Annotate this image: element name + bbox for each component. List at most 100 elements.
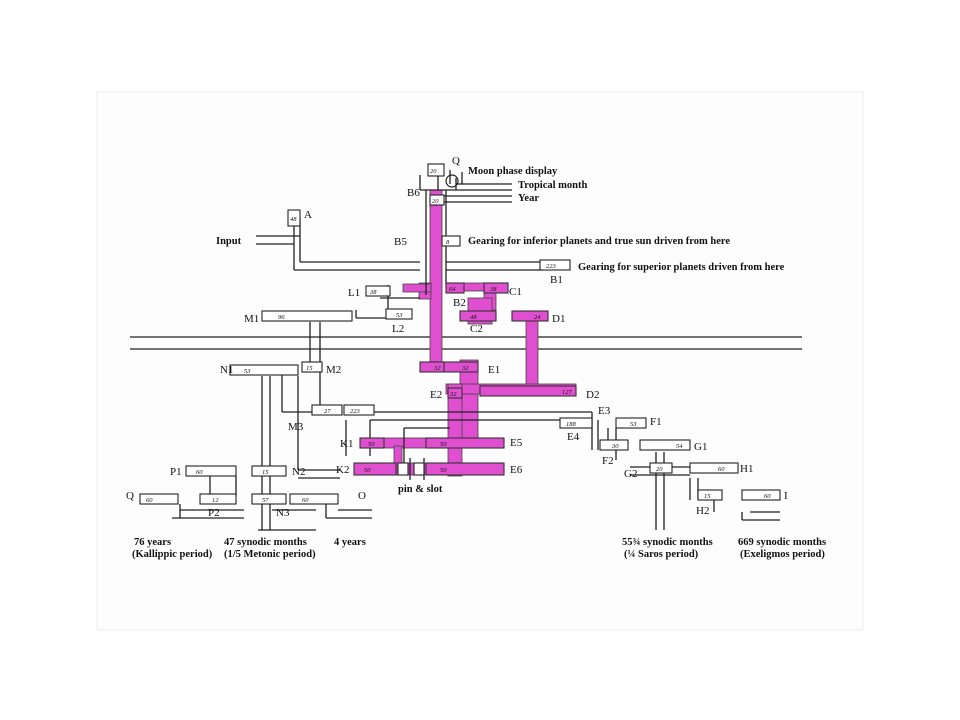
svg-text:60: 60 xyxy=(146,497,153,504)
gear-label-N2: N2 xyxy=(292,466,305,478)
svg-text:53: 53 xyxy=(396,312,403,319)
gear-label-C2: C2 xyxy=(470,323,483,335)
gear-label-N1: N1 xyxy=(220,364,233,376)
gear-label-E2: E2 xyxy=(430,389,442,401)
gear-A: 48 xyxy=(287,209,301,227)
gear-label-Q-top: Q xyxy=(452,155,460,167)
gear-label-K2: K2 xyxy=(336,464,349,476)
gear-label-A: A xyxy=(304,209,312,221)
gear-B1: 223 xyxy=(539,259,571,271)
gear-label-E1: E1 xyxy=(488,364,500,376)
gear-label-P1: P1 xyxy=(170,466,182,478)
svg-text:54: 54 xyxy=(676,443,683,450)
gear-label-I: I xyxy=(784,490,788,502)
input-label: Input xyxy=(216,236,242,247)
svg-text:60: 60 xyxy=(302,497,309,504)
svg-text:53: 53 xyxy=(244,368,251,375)
svg-text:20: 20 xyxy=(656,466,663,473)
gear-K1: 50 xyxy=(359,437,385,449)
gear-P1: 60 xyxy=(185,465,237,477)
gear-label-M3: M3 xyxy=(288,421,304,433)
gear-F1: 53 xyxy=(615,417,647,429)
svg-text:15: 15 xyxy=(704,493,711,500)
gear-label-D1: D1 xyxy=(552,313,565,325)
gear-label-B5: B5 xyxy=(394,236,407,248)
gear-B2: 64 xyxy=(445,282,465,294)
gear-M3: 27 xyxy=(311,404,343,416)
gear-H2: 15 xyxy=(697,489,723,501)
gear-L2: 53 xyxy=(385,308,413,320)
gear-M2: 15 xyxy=(301,361,323,373)
gear-C1: 38 xyxy=(483,282,509,294)
gear-E6: 50 xyxy=(425,462,505,476)
svg-text:38: 38 xyxy=(369,289,377,296)
gear-label-O: O xyxy=(358,490,366,502)
gear-B6: 20 xyxy=(429,194,445,206)
pin-slot-label: pin & slot xyxy=(398,484,443,495)
svg-text:27: 27 xyxy=(324,408,331,415)
gear-M1: 96 xyxy=(261,310,353,322)
gear-F2: 30 xyxy=(599,439,629,451)
svg-text:64: 64 xyxy=(449,286,456,293)
gear-Q-top: 20 xyxy=(427,163,445,177)
svg-text:48: 48 xyxy=(290,216,297,223)
output-kallippic: (Kallippic period) xyxy=(132,549,213,560)
gear-H1: 60 xyxy=(689,462,739,474)
svg-text:20: 20 xyxy=(432,198,439,205)
gear-label-B1: B1 xyxy=(550,274,563,286)
gear-label-E6: E6 xyxy=(510,464,523,476)
gear-E2-small: 32 xyxy=(447,387,463,399)
output-76-years: 76 years xyxy=(134,537,171,548)
svg-text:50: 50 xyxy=(440,441,447,448)
gear-label-P2: P2 xyxy=(208,507,220,519)
moon-phase-dial-icon xyxy=(445,174,459,188)
svg-text:60: 60 xyxy=(196,469,203,476)
inferior-planets-label: Gearing for inferior planets and true su… xyxy=(468,236,730,247)
svg-text:15: 15 xyxy=(262,469,269,476)
gear-O: 60 xyxy=(289,493,339,505)
gear-K2: 50 xyxy=(353,462,397,476)
gear-E4: 188 xyxy=(559,417,593,429)
gear-label-G1: G1 xyxy=(694,441,707,453)
svg-text:50: 50 xyxy=(368,441,375,448)
svg-text:60: 60 xyxy=(718,466,725,473)
gear-N2: 15 xyxy=(251,465,287,477)
gear-G2: 20 xyxy=(649,462,673,474)
gear-label-E4: E4 xyxy=(567,431,580,443)
output-669-months: 669 synodic months xyxy=(738,537,826,548)
svg-text:223: 223 xyxy=(350,408,361,415)
svg-text:48: 48 xyxy=(470,314,477,321)
svg-text:12: 12 xyxy=(212,497,219,504)
gear-label-B6: B6 xyxy=(407,187,420,199)
gear-D2: 127 xyxy=(479,385,577,397)
svg-text:20: 20 xyxy=(430,168,437,175)
gear-label-G2: G2 xyxy=(624,468,637,480)
gear-label-N3: N3 xyxy=(276,507,290,519)
svg-text:15: 15 xyxy=(306,365,313,372)
svg-text:53: 53 xyxy=(630,421,637,428)
gear-label-C1: C1 xyxy=(509,286,522,298)
gear-E3: 223 xyxy=(343,404,375,416)
gear-label-E5: E5 xyxy=(510,437,523,449)
gear-label-L1: L1 xyxy=(348,287,360,299)
gear-label-D2: D2 xyxy=(586,389,599,401)
gear-label-K1: K1 xyxy=(340,438,353,450)
svg-text:57: 57 xyxy=(262,497,269,504)
svg-text:223: 223 xyxy=(546,263,557,270)
svg-text:60: 60 xyxy=(764,493,771,500)
pin-slot-right xyxy=(413,462,425,476)
svg-text:30: 30 xyxy=(611,443,619,450)
gear-G1: 54 xyxy=(639,439,691,451)
output-55-months: 55¾ synodic months xyxy=(622,537,713,548)
output-47-months: 47 synodic months xyxy=(224,537,307,548)
moon-phase-label: Moon phase display xyxy=(468,166,558,177)
gear-label-H2: H2 xyxy=(696,505,709,517)
gear-label-F2: F2 xyxy=(602,455,614,467)
gear-E1: 32 xyxy=(443,361,479,373)
tropical-month-label: Tropical month xyxy=(518,180,587,191)
svg-text:32: 32 xyxy=(433,365,441,372)
svg-text:24: 24 xyxy=(534,314,541,321)
gear-label-B2: B2 xyxy=(453,297,466,309)
svg-text:38: 38 xyxy=(489,286,497,293)
